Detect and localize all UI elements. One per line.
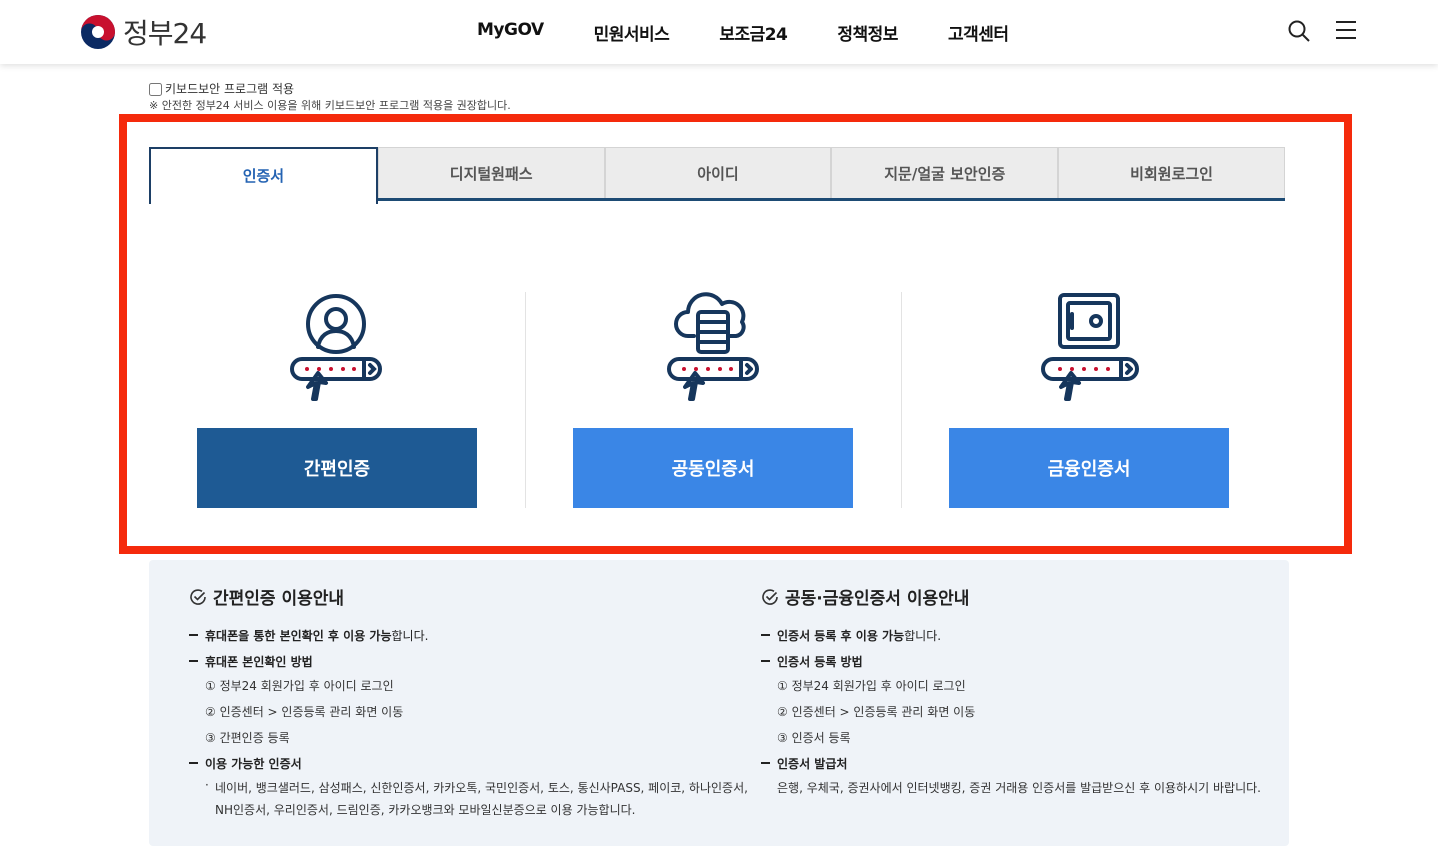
user-password-icon [290,294,382,401]
main-nav: MyGOV 민원서비스 보조금24 정책정보 고객센터 [477,20,1059,45]
step: ② 인증센터 > 인증등록 관리 화면 이동 [205,705,404,719]
keyboard-security-option[interactable]: 키보드보안 프로그램 적용 [149,82,294,97]
section-title: 간편인증 이용안내 [213,589,345,609]
list-item: 휴대폰을 통한 본인확인 후 이용 가능합니다. [189,627,749,644]
list-item: 인증서 등록 후 이용 가능합니다. [761,627,1321,644]
list-item: 인증서 발급처 [761,755,1321,772]
cloud-server-password-icon [667,292,759,401]
taegeuk-logo-icon [81,15,115,49]
search-icon[interactable] [1287,19,1311,43]
section-title: 공동·금융인증서 이용안내 [785,589,970,609]
nav-policy[interactable]: 정책정보 [837,25,898,45]
logo[interactable]: 정부24 [79,12,207,52]
info-panel: 간편인증 이용안내 휴대폰을 통한 본인확인 후 이용 가능합니다. 휴대폰 본… [149,560,1289,846]
step: ③ 인증서 등록 [777,731,851,745]
safe-password-icon [1041,293,1139,401]
tab-digital-onepass[interactable]: 디지털원패스 [377,147,605,198]
keyboard-security-label: 키보드보안 프로그램 적용 [165,82,295,96]
nav-subsidy[interactable]: 보조금24 [719,25,788,45]
menu-icon[interactable] [1335,19,1357,41]
divider [901,292,902,508]
list-item: 이용 가능한 인증서 [189,755,749,772]
logo-text: 정부24 [123,17,207,50]
simple-auth-button[interactable]: 간편인증 [197,428,477,508]
available-certificates: 네이버, 뱅크샐러드, 삼성패스, 신한인증서, 카카오톡, 국민인증서, 토스… [189,774,749,821]
step: ② 인증센터 > 인증등록 관리 화면 이동 [777,705,976,719]
list-item: 휴대폰 본인확인 방법 [189,653,749,670]
step: ③ 간편인증 등록 [205,731,290,745]
keyboard-security-checkbox[interactable] [149,83,162,96]
login-tabs: 인증서 디지털원패스 아이디 지문/얼굴 보안인증 비회원로그인 [149,147,1285,204]
tab-id[interactable]: 아이디 [604,147,832,198]
issuer-text: 은행, 우체국, 증권사에서 인터넷뱅킹, 증권 거래용 인증서를 발급받으신 … [777,781,1261,795]
nav-civil-service[interactable]: 민원서비스 [593,25,670,45]
certificate-guide: 공동·금융인증서 이용안내 인증서 등록 후 이용 가능합니다. 인증서 등록 … [761,584,1321,805]
header: 정부24 MyGOV 민원서비스 보조금24 정책정보 고객센터 [0,0,1438,64]
financial-certificate-button[interactable]: 금융인증서 [949,428,1229,508]
nav-customer-center[interactable]: 고객센터 [947,25,1009,45]
tab-non-member[interactable]: 비회원로그인 [1058,147,1285,198]
step: ① 정부24 회원가입 후 아이디 로그인 [205,679,394,693]
step: ① 정부24 회원가입 후 아이디 로그인 [777,679,966,693]
check-circle-icon [762,588,778,605]
tab-biometric[interactable]: 지문/얼굴 보안인증 [831,147,1059,198]
keyboard-security-note: ※ 안전한 정부24 서비스 이용을 위해 키보드보안 프로그램 적용을 권장합… [149,99,511,112]
divider [525,292,526,508]
tab-certificate[interactable]: 인증서 [149,147,378,204]
simple-auth-guide: 간편인증 이용안내 휴대폰을 통한 본인확인 후 이용 가능합니다. 휴대폰 본… [189,584,749,821]
check-circle-icon [190,588,206,605]
list-item: 인증서 등록 방법 [761,653,1321,670]
joint-certificate-button[interactable]: 공동인증서 [573,428,853,508]
nav-mygov[interactable]: MyGOV [477,20,544,40]
